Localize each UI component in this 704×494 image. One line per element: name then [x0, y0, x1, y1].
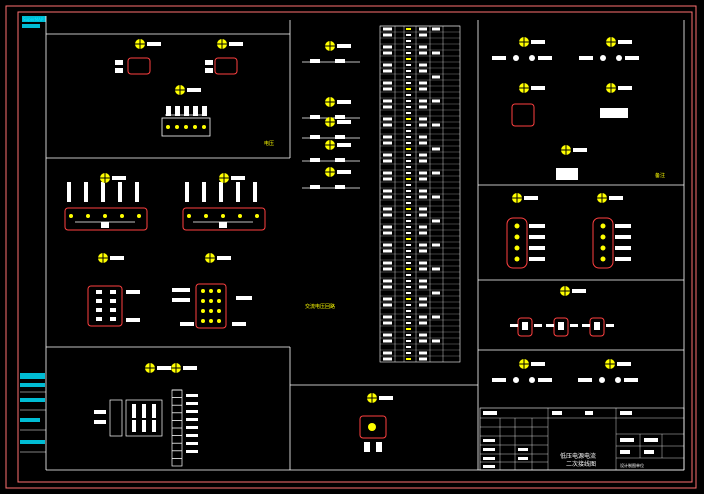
label-remark: 备注: [655, 172, 665, 179]
meter-right-1: [519, 37, 545, 47]
meter-col-1: [325, 41, 351, 51]
meter-symbol: [560, 286, 586, 296]
label-voltage: 电压: [264, 140, 274, 147]
meter-col-5: [325, 167, 351, 177]
meter-symbol: [171, 363, 197, 373]
outer-frame: [5, 5, 697, 489]
meter-ammeter-2: [217, 39, 243, 49]
meter-symbol: [519, 359, 545, 369]
inner-frame: [17, 11, 693, 483]
logo-text: SuperMAP: [23, 17, 44, 22]
meter-symbol: [512, 193, 538, 203]
meter-symbol: [519, 83, 545, 93]
meter-col-2: [325, 97, 351, 107]
meter-symbol: [561, 145, 587, 155]
title-block: 低压电源电流 二次接线图 设计制图单位: [479, 407, 685, 471]
meter-symbol: [605, 359, 631, 369]
component-layer: [64, 37, 639, 467]
meter-symbol: [606, 83, 632, 93]
label-ac-voltage-circuit: 交流电压回路: [305, 303, 335, 310]
terminal-table: [379, 25, 461, 363]
meter-voltmeter: [175, 85, 201, 95]
meter-ammeter-1: [135, 39, 161, 49]
company-name: 设计制图单位: [620, 462, 644, 468]
meter-col-3: [325, 117, 351, 127]
meter-symbol: [98, 253, 124, 263]
meter-symbol: [219, 173, 245, 183]
meter-symbol: [100, 173, 126, 183]
meter-symbol: [205, 253, 231, 263]
meter-col-4: [325, 140, 351, 150]
drawing-title-2: 二次接线图: [566, 460, 596, 468]
meter-symbol: [597, 193, 623, 203]
drawing-title-1: 低压电源电流: [560, 452, 596, 460]
logo: SuperMAP: [22, 16, 46, 28]
meter-bottom-center: [367, 393, 393, 403]
sidebar-legend: [20, 373, 46, 453]
meter-symbol: [145, 363, 171, 373]
meter-right-2: [606, 37, 632, 47]
